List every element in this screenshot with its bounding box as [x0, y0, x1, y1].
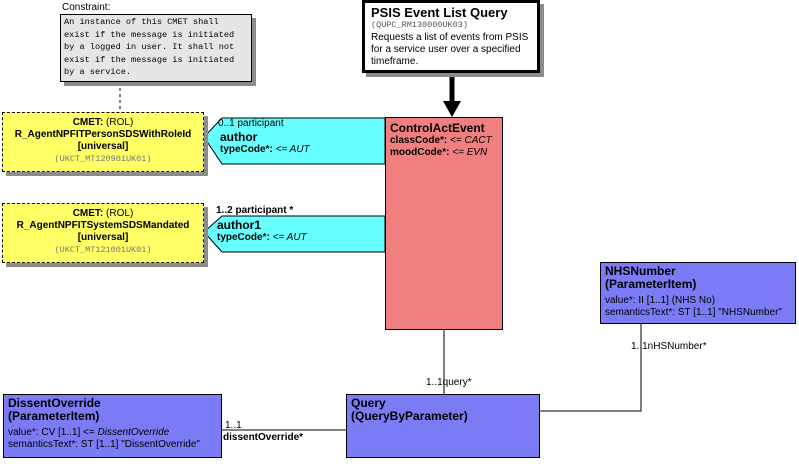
control-act-event-box: ControlActEvent classCode*: <= CACT mood… [385, 117, 503, 330]
cmet2-prefix: CMET: [72, 208, 104, 219]
dissent-attr-value-prefix: value*: CV [1..1] <= [8, 427, 98, 438]
entry-point-box: PSIS Event List Query (QUPC_RM130000UK03… [362, 0, 540, 73]
class-code-label: classCode*: [390, 135, 448, 146]
cmet2-code: (UKCT_MT121001UK01) [54, 245, 152, 255]
entry-title: PSIS Event List Query [371, 5, 508, 20]
cmet2-name: R_AgentNPFITSystemSDSMandated [16, 220, 190, 231]
dissent-title: DissentOverride [8, 396, 101, 410]
cmet1-code: (UKCT_MT120901UK01) [54, 154, 152, 164]
author-typecode-value: <= AUT [275, 144, 310, 155]
mood-code-label: moodCode*: [390, 147, 450, 158]
query-title: Query [351, 396, 386, 410]
cmet2-flavor: [universal] [77, 232, 129, 243]
dissent-override-box: DissentOverride (ParameterItem) value*: … [3, 394, 222, 458]
nhs-number-attr-value: value*: II [1..1] (NHS No) [605, 295, 716, 306]
entry-description: Requests a list of events from PSIS for … [371, 32, 529, 67]
cmet2-kind: (ROL) [106, 208, 134, 219]
nhs-assoc-line [540, 324, 642, 412]
constraint-note: An instance of this CMET shall exist if … [60, 14, 252, 82]
entry-code: (QUPC_RM130000UK03) [371, 20, 468, 30]
nhs-number-subtitle: (ParameterItem) [605, 277, 697, 291]
mood-code-value: <= EVN [452, 147, 488, 158]
author-typecode-label: typeCode*: [220, 144, 273, 155]
nhs-number-title: NHSNumber [605, 264, 676, 278]
nhs-number-attr-semantics: semanticsText*: ST [1..1] "NHSNumber" [605, 307, 782, 318]
cmet1-flavor: [universal] [77, 141, 129, 152]
nhs-number-assoc-label: 1..1nHSNumber* [631, 341, 707, 352]
dissent-subtitle: (ParameterItem) [8, 409, 100, 423]
query-subtitle: (QueryByParameter) [351, 409, 468, 423]
author-name: author [220, 130, 258, 144]
cmet1-kind: (ROL) [106, 117, 134, 128]
constraint-label: Constraint: [62, 2, 111, 13]
cmet-system-box: CMET: (ROL) R_AgentNPFITSystemSDSMandate… [2, 203, 204, 263]
cmet1-name: R_AgentNPFITPersonSDSWithRoleId [14, 129, 192, 140]
author1-typecode-label: typeCode*: [217, 232, 270, 243]
query-box: Query (QueryByParameter) [346, 394, 540, 458]
author1-cardinality: 1..2 participant * [216, 205, 294, 216]
control-act-title: ControlActEvent [390, 121, 485, 135]
author-cardinality: 0..1 participant [218, 118, 284, 129]
cmet1-prefix: CMET: [72, 117, 104, 128]
author-participation: author typeCode*: <= AUT [220, 131, 310, 156]
nhs-number-box: NHSNumber (ParameterItem) value*: II [1.… [600, 262, 796, 324]
dissent-attr-semantics: semanticsText*: ST [1..1] "DissentOverri… [8, 439, 200, 450]
entry-arrow-head [443, 101, 461, 117]
author1-name: author1 [217, 218, 262, 232]
dissent-assoc-label: dissentOverride* [223, 432, 304, 443]
dissent-cardinality: 1..1 [225, 420, 242, 431]
dissent-attr-value: DissentOverride [97, 427, 170, 438]
author1-typecode-value: <= AUT [272, 232, 307, 243]
cmet-person-box: CMET: (ROL) R_AgentNPFITPersonSDSWithRol… [2, 112, 204, 172]
class-code-value: <= CACT [450, 135, 492, 146]
query-assoc-label: 1..1query* [426, 377, 472, 388]
author1-participation: author1 typeCode*: <= AUT [217, 219, 307, 244]
